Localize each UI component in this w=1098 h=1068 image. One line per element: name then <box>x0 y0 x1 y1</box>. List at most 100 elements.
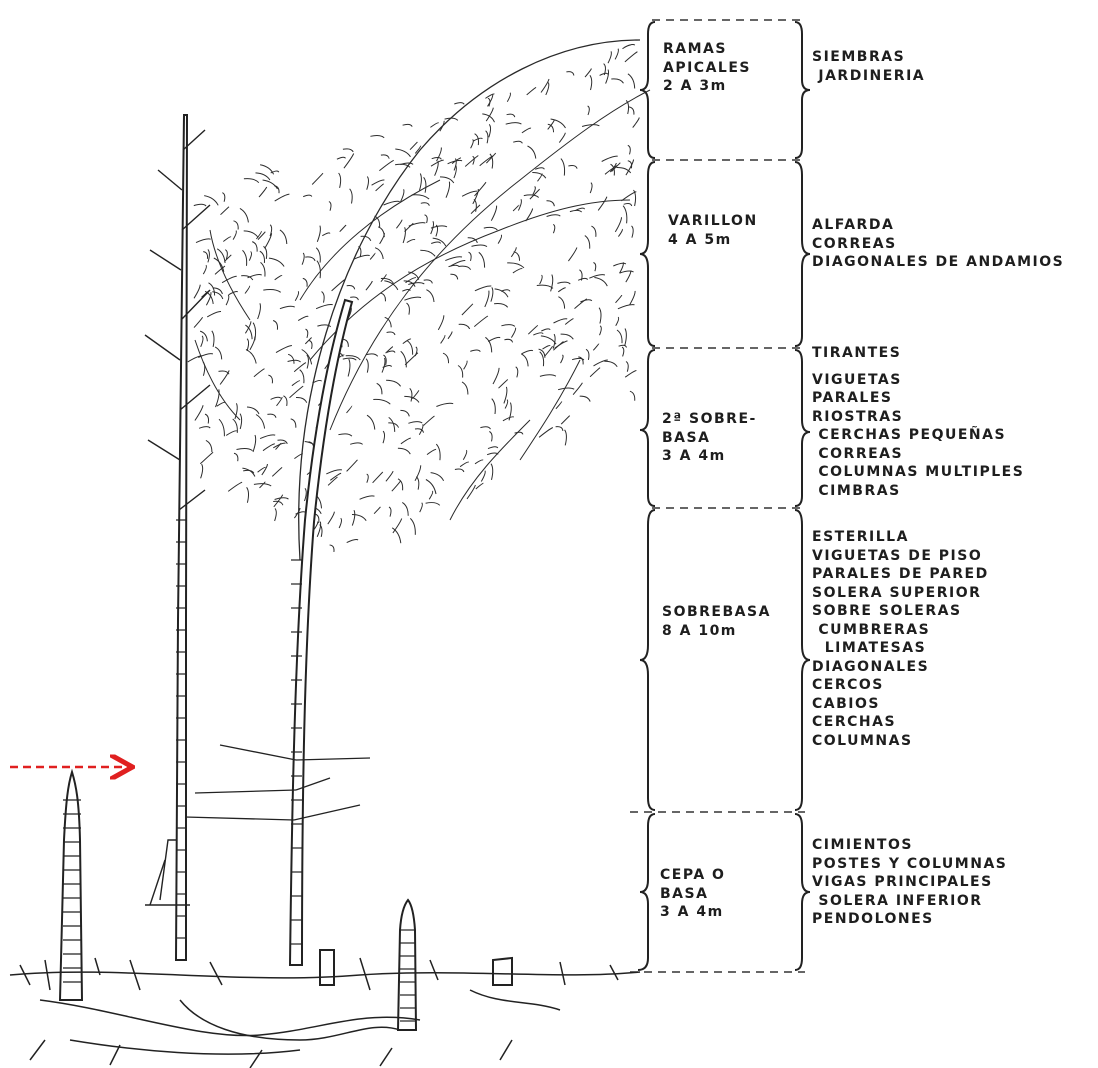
leaf-stroke <box>509 403 511 421</box>
leaf-stroke <box>588 106 590 115</box>
leaf-stroke <box>625 52 638 62</box>
leaf-stroke <box>608 51 611 63</box>
leaf-stroke <box>269 258 284 266</box>
leaf-stroke <box>253 435 256 452</box>
leaf-stroke <box>256 415 265 429</box>
leaf-stroke <box>480 427 490 429</box>
leaf-stroke <box>479 252 485 267</box>
leaf-stroke <box>606 70 609 84</box>
leaf-stroke <box>396 220 402 229</box>
use-item: PENDOLONES <box>812 910 1007 929</box>
use-item: CERCHAS <box>812 713 989 732</box>
leaf-stroke <box>398 479 403 491</box>
leaf-stroke <box>305 488 307 501</box>
uses-sobrebasa: ESTERILLA VIGUETAS DE PISO PARALES DE PA… <box>812 528 989 750</box>
leaf-stroke <box>469 252 472 261</box>
leaf-stroke <box>492 399 496 414</box>
leaf-stroke <box>392 481 401 492</box>
section-name-line: APICALES <box>663 59 751 78</box>
leaf-stroke <box>273 321 277 330</box>
leaf-stroke <box>445 257 462 261</box>
lower-branches <box>185 745 370 820</box>
leaf-stroke <box>307 355 309 369</box>
leaf-stroke <box>315 514 319 523</box>
leaf-stroke <box>599 308 601 324</box>
section-name-sobrebasa: SOBREBASA 8 A 10m <box>662 603 771 640</box>
leaf-stroke <box>480 156 493 166</box>
leaf-stroke <box>405 353 418 365</box>
leaf-stroke <box>223 237 231 242</box>
leaf-stroke <box>543 346 551 350</box>
use-item: COLUMNAS MULTIPLES <box>812 463 1024 482</box>
leaf-stroke <box>410 388 412 401</box>
leaf-stroke <box>370 253 375 259</box>
leaf-stroke <box>280 306 295 308</box>
leaf-stroke <box>491 464 493 480</box>
leaf-stroke <box>462 304 473 315</box>
leaf-stroke <box>312 173 323 184</box>
uses-varillon: ALFARDA CORREAS DIAGONALES DE ANDAMIOS <box>812 216 1064 272</box>
leaf-stroke <box>217 402 225 406</box>
leaf-stroke <box>367 415 375 429</box>
leaf-stroke <box>628 74 635 89</box>
leaf-stroke <box>566 72 574 76</box>
leaf-stroke <box>553 224 555 233</box>
leaf-stroke <box>298 316 308 320</box>
leaf-stroke <box>489 124 491 137</box>
leaf-stroke <box>558 388 574 390</box>
leaf-stroke <box>317 261 321 279</box>
use-item: POSTES Y COLUMNAS <box>812 855 1007 874</box>
leaf-stroke <box>347 406 352 413</box>
leaf-stroke <box>347 460 358 472</box>
use-item: DIAGONALES DE ANDAMIOS <box>812 253 1064 272</box>
leaf-stroke <box>352 510 354 525</box>
use-item: LIMATESAS <box>812 639 989 658</box>
leaf-stroke <box>475 182 487 196</box>
leaf-stroke <box>244 179 259 183</box>
leaf-stroke <box>618 305 635 309</box>
section-name-line: 2ª SOBRE- <box>662 410 757 429</box>
leaf-stroke <box>431 473 444 481</box>
leaf-stroke <box>431 160 444 166</box>
culm-nodes <box>63 520 415 1021</box>
leaf-stroke <box>322 233 330 236</box>
leaf-stroke <box>275 276 282 280</box>
leaf-stroke <box>288 354 294 363</box>
leaf-stroke <box>296 397 307 402</box>
leaf-stroke <box>347 539 358 542</box>
leaf-stroke <box>398 448 410 454</box>
leaf-stroke <box>430 123 438 128</box>
leaf-stroke <box>291 419 296 428</box>
leaf-stroke <box>267 414 276 418</box>
use-item: VIGAS PRINCIPALES <box>812 873 1007 892</box>
leaf-stroke <box>551 275 553 292</box>
leaf-stroke <box>561 334 574 339</box>
leaf-stroke <box>377 383 382 394</box>
leaf-stroke <box>561 416 570 425</box>
leaf-stroke <box>292 381 300 386</box>
leaf-stroke <box>556 427 563 431</box>
leaf-stroke <box>622 347 624 356</box>
leaf-stroke <box>376 184 384 191</box>
leaf-stroke <box>420 503 423 512</box>
leaf-stroke <box>533 333 543 335</box>
use-item: RIOSTRAS <box>812 408 1024 427</box>
leaf-stroke <box>366 354 378 356</box>
leaf-stroke <box>602 156 618 161</box>
leaf-stroke <box>513 141 522 143</box>
leaf-stroke <box>568 166 577 169</box>
leaf-stroke <box>491 287 493 301</box>
leaf-stroke <box>541 336 556 344</box>
leaf-stroke <box>590 368 600 377</box>
leaf-stroke <box>484 227 498 230</box>
leaf-stroke <box>503 417 514 421</box>
leaf-stroke <box>407 303 410 315</box>
leaf-stroke <box>243 250 247 265</box>
section-name-line: 3 A 4m <box>662 447 757 466</box>
leaf-stroke <box>535 168 544 170</box>
leaf-stroke <box>370 135 384 137</box>
leaf-stroke <box>326 470 342 474</box>
leaf-stroke <box>199 427 210 429</box>
leaf-stroke <box>615 49 618 60</box>
leaf-stroke <box>633 118 640 128</box>
